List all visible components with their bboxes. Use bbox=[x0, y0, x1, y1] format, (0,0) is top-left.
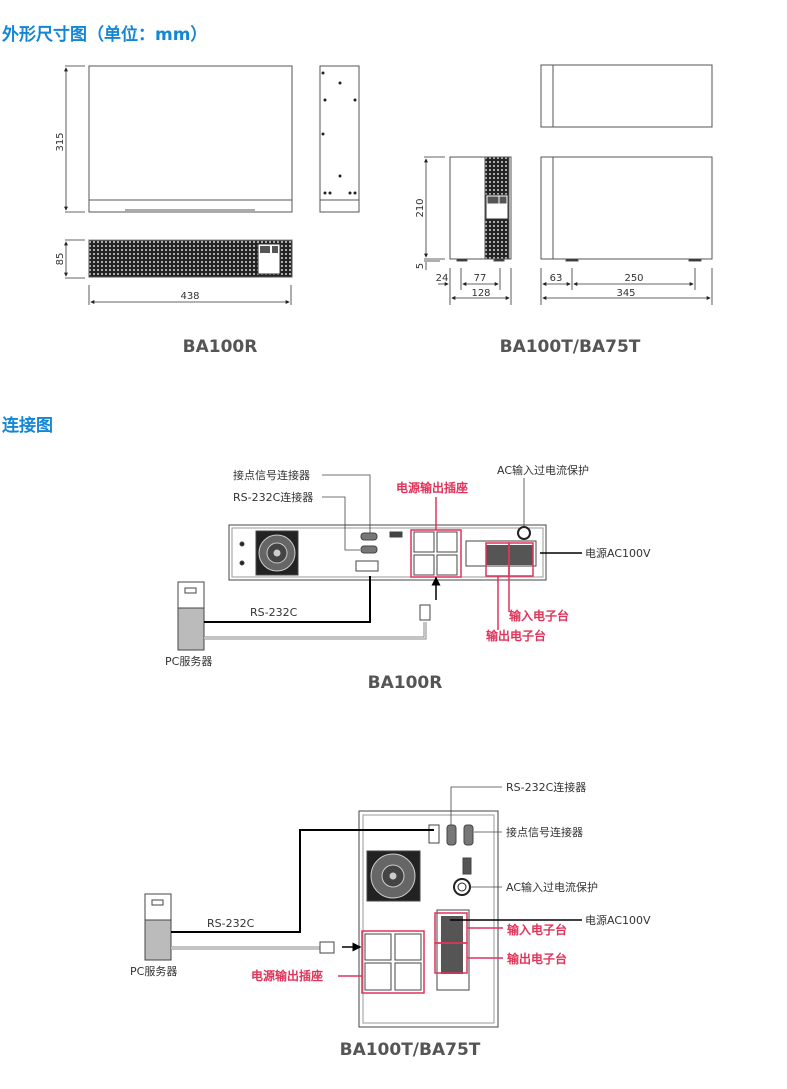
ba100r-dim-caption: BA100R bbox=[182, 337, 258, 357]
ba100r-breaker-icon bbox=[517, 526, 531, 540]
ba100r-contact-connector-label: 接点信号连接器 bbox=[233, 469, 310, 482]
ba100r-dimension-lines bbox=[64, 65, 292, 305]
ba100t-side-view bbox=[540, 156, 713, 262]
ba100t-power-input-label: 电源AC100V bbox=[585, 913, 651, 927]
ba100r-output-terminal-label: 输出电子台 bbox=[486, 628, 546, 643]
ba100r-depth-dim: 315 bbox=[55, 132, 66, 151]
ba100t-foot-span-dim: 250 bbox=[624, 273, 643, 284]
ba100t-output-terminal-label: 输出电子台 bbox=[507, 951, 567, 966]
ba100t-power-outlet-label: 电源输出插座 bbox=[251, 968, 323, 983]
ba100r-input-terminal-label: 输入电子台 bbox=[509, 608, 569, 623]
ba100t-ac-breaker-label: AC输入过电流保护 bbox=[506, 880, 598, 894]
ba100t-width-dim: 128 bbox=[471, 288, 490, 299]
ba100r-side-view bbox=[319, 65, 360, 213]
ba100r-width-dim: 438 bbox=[180, 291, 199, 302]
ba100t-conn-caption: BA100T/BA75T bbox=[339, 1040, 481, 1060]
ba100t-dim-caption: BA100T/BA75T bbox=[499, 337, 641, 357]
ba100r-power-outlet-label: 电源输出插座 bbox=[396, 480, 468, 495]
ba100t-pc-server-icon bbox=[144, 893, 172, 961]
ba100t-cables bbox=[171, 829, 434, 954]
ba100r-height-dim: 85 bbox=[55, 253, 66, 266]
ba100r-leader-lines bbox=[322, 474, 582, 630]
ba100t-rear-panel bbox=[358, 810, 499, 1028]
ba100t-depth-dim: 345 bbox=[616, 288, 635, 299]
ba100t-rs232-cable-label: RS-232C bbox=[207, 917, 255, 930]
ba100r-power-outlets bbox=[410, 529, 462, 578]
ba100t-foot-dim: 5 bbox=[415, 263, 426, 269]
ba100r-ac-breaker-label: AC输入过电流保护 bbox=[497, 463, 589, 477]
ba100t-dimension-lines bbox=[424, 156, 713, 305]
ba100t-front-offset-dim: 24 bbox=[436, 273, 449, 284]
ba100t-leader-lines bbox=[338, 786, 582, 977]
ba100r-conn-caption: BA100R bbox=[367, 673, 443, 693]
ba100t-terminal-blocks bbox=[434, 909, 470, 991]
ba100t-power-outlets bbox=[361, 930, 425, 994]
ba100t-input-terminal-label: 输入电子台 bbox=[507, 922, 567, 937]
ba100r-top-view bbox=[88, 65, 293, 213]
ba100r-pc-server-icon bbox=[177, 581, 205, 651]
ba100r-power-input-label: 电源AC100V bbox=[585, 546, 651, 560]
ba100t-front-panel-dim: 77 bbox=[474, 273, 487, 284]
ba100r-cables bbox=[204, 576, 441, 640]
ba100t-top-view bbox=[540, 64, 713, 128]
dimensions-title: 外形尺寸图（单位：mm） bbox=[2, 25, 208, 45]
ba100t-side-offset-dim: 63 bbox=[550, 273, 563, 284]
ba100t-pc-server-label: PC服务器 bbox=[130, 965, 177, 978]
ba100r-front-view bbox=[88, 239, 293, 278]
ba100r-rs232-connector-label: RS-232C连接器 bbox=[233, 491, 313, 504]
ba100t-front-view bbox=[449, 156, 512, 262]
connection-title: 连接图 bbox=[2, 416, 53, 436]
ba100t-contact-connector-label: 接点信号连接器 bbox=[506, 826, 583, 839]
ba100r-pc-server-label: PC服务器 bbox=[165, 655, 212, 668]
ba100r-rs232-cable-label: RS-232C bbox=[250, 606, 298, 619]
ba100t-height-dim: 210 bbox=[415, 198, 426, 217]
ba100t-rs232-connector-label: RS-232C连接器 bbox=[506, 781, 586, 794]
